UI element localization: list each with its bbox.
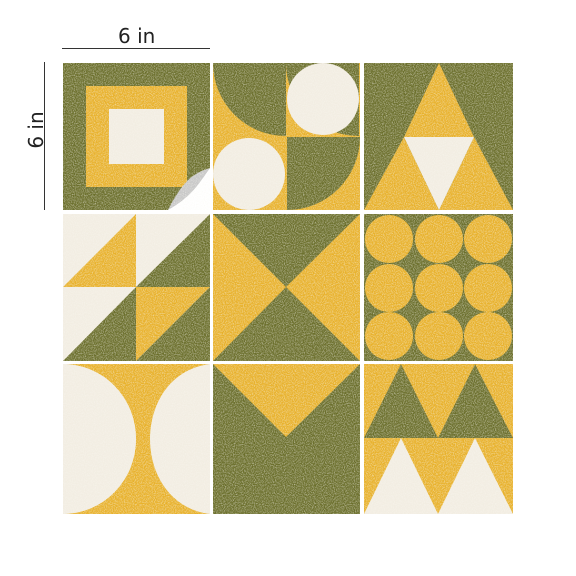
grain-texture	[63, 63, 513, 514]
height-dimension-line	[44, 62, 45, 210]
width-label: 6 in	[118, 24, 156, 48]
grout-lines	[63, 63, 513, 514]
width-dimension-line	[62, 48, 210, 49]
